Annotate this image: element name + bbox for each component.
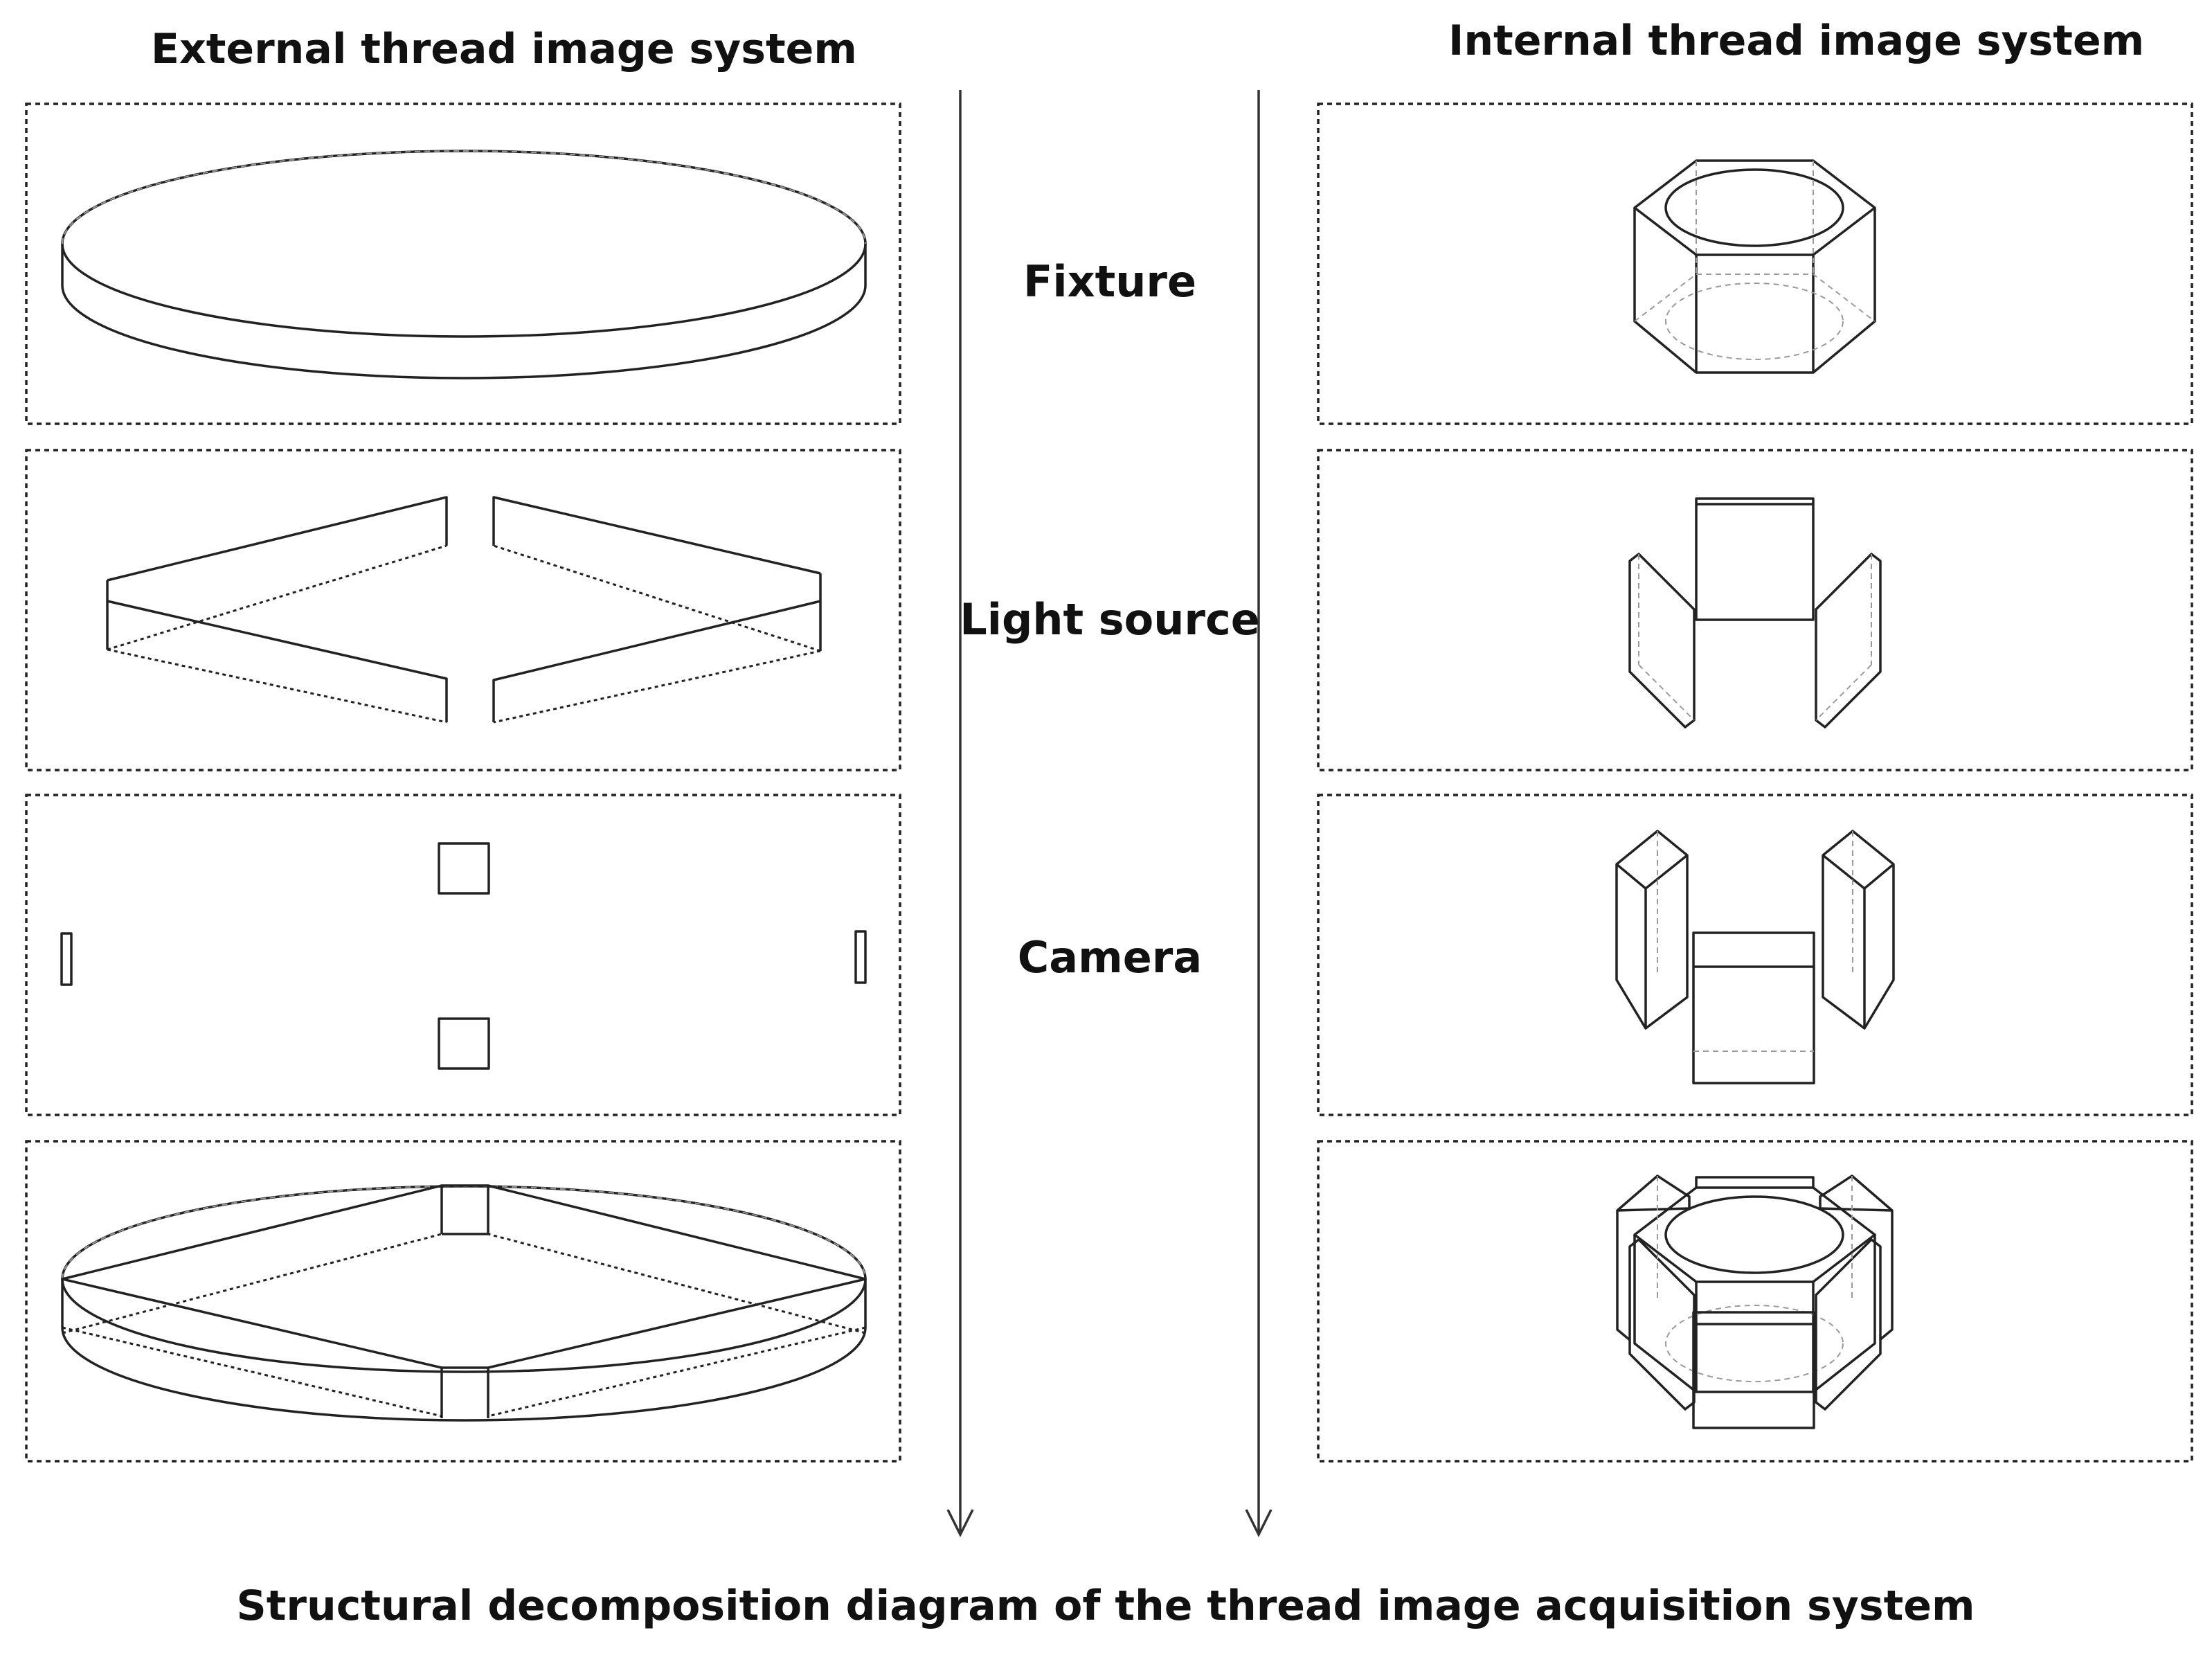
internal-light-source-panels bbox=[1628, 497, 1882, 729]
external-camera-panel bbox=[25, 794, 901, 1116]
diagram-caption: Structural decomposition diagram of the … bbox=[236, 1582, 1975, 1630]
internal-fixture-panel bbox=[1317, 102, 2193, 425]
flow-arrow-left bbox=[946, 90, 974, 1537]
internal-cameras bbox=[1615, 830, 1895, 1084]
external-fixture-disc bbox=[61, 150, 867, 379]
internal-camera-panel bbox=[1317, 794, 2193, 1116]
external-light-source-panel bbox=[25, 449, 901, 771]
stage-label-camera: Camera bbox=[1017, 932, 1203, 983]
external-fixture-panel bbox=[25, 102, 901, 425]
internal-assembly-panel bbox=[1317, 1140, 2193, 1463]
external-cameras bbox=[60, 842, 867, 1070]
internal-light-source-panel bbox=[1317, 449, 2193, 771]
external-system-title: External thread image system bbox=[151, 25, 857, 73]
external-assembly bbox=[61, 1184, 867, 1422]
internal-assembly bbox=[1616, 1174, 1894, 1429]
internal-fixture-nut bbox=[1633, 159, 1876, 374]
external-light-source-strips bbox=[106, 496, 822, 724]
flow-arrow-right bbox=[1245, 90, 1273, 1537]
stage-label-light-source: Light source bbox=[960, 594, 1260, 645]
external-assembly-panel bbox=[25, 1140, 901, 1463]
stage-label-fixture: Fixture bbox=[1023, 256, 1196, 307]
internal-system-title: Internal thread image system bbox=[1448, 17, 2145, 65]
